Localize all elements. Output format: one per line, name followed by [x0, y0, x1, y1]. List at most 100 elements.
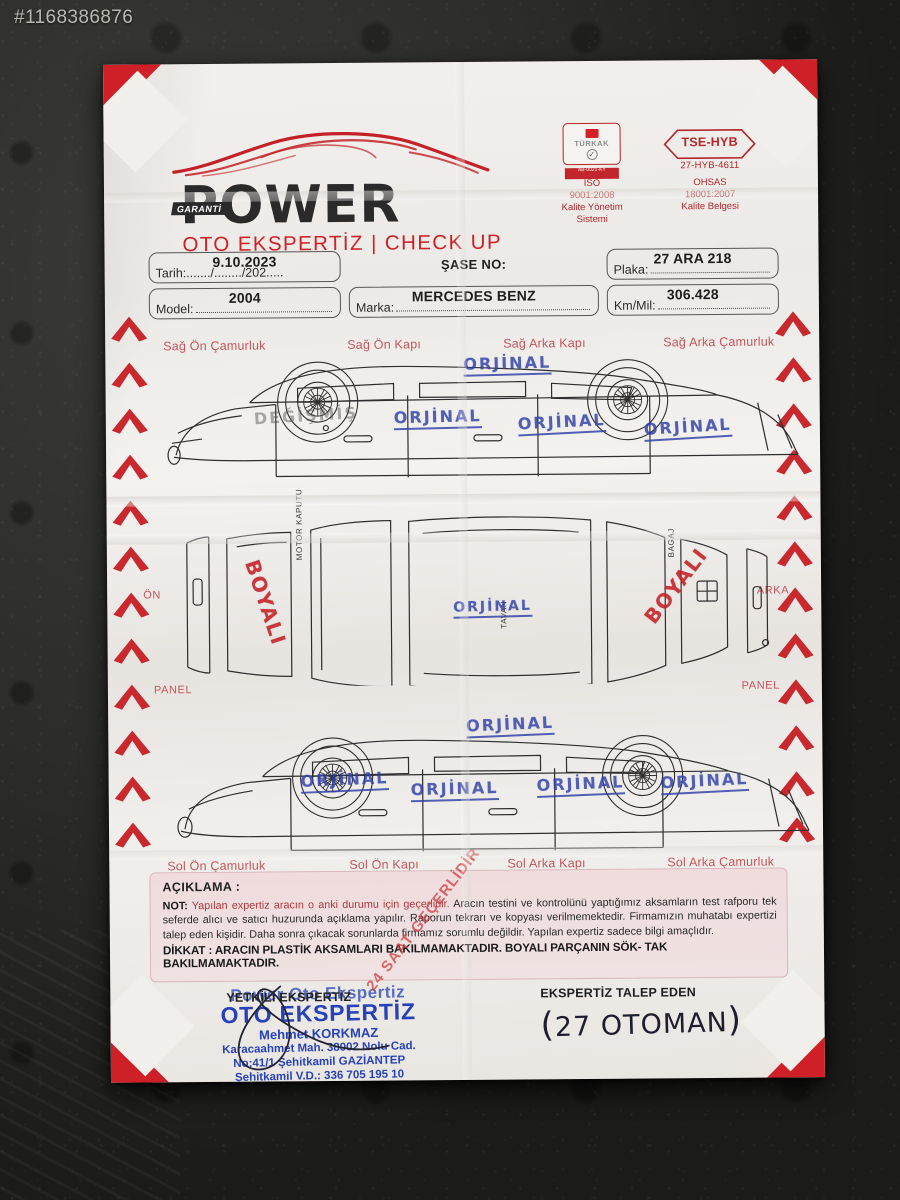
field-km[interactable]: 306.428 Km/Mil: [606, 283, 779, 316]
chevron-arrow-icon [111, 590, 151, 620]
field-plaka[interactable]: 27 ARA 218 Plaka: [606, 247, 779, 280]
field-km-dots [657, 307, 770, 310]
field-model[interactable]: 2004 Model: [148, 286, 342, 320]
caption-on: ÖN [143, 589, 161, 602]
chevron-arrow-icon [775, 585, 815, 615]
field-model-dots [195, 311, 332, 314]
garanti-badge: GARANTİ [171, 201, 228, 216]
chevron-arrow-icon [774, 493, 814, 523]
aciklama-not-text: Yapılan expertiz aracın o anki durumu iç… [191, 898, 450, 913]
certification-marks: TÜRKAK ✓ AB-0021-KY ISO 9001:2008 Kalite… [544, 122, 759, 226]
chevron-arrow-icon [774, 447, 814, 477]
stamp-orjinal-windshield: ORJİNAL [463, 352, 552, 377]
chevron-arrow-icon [110, 498, 150, 528]
footer-left: YETKİLİ EKSPERTİZ Power Oto Ekspertiz OT… [168, 845, 483, 1083]
check-icon: ✓ [586, 148, 598, 160]
field-model-value: 2004 [228, 289, 261, 306]
chevron-arrow-icon [112, 728, 152, 758]
cert-line-2: 9001:2008 [569, 189, 615, 202]
caption-sag-arka-kapi: Sağ Arka Kapı [503, 336, 586, 351]
car-swoosh-icon [172, 132, 490, 177]
stamp-orjinal-roof: ORJİNAL [453, 597, 533, 619]
tse-hyb-logo-icon: TSE-HYB 27-HYB-4611 [662, 126, 758, 175]
cert2-line-1: OHSAS [693, 176, 727, 189]
cert2-line-2: 18001:2007 [684, 188, 736, 201]
chevron-arrow-icon [777, 815, 817, 845]
stamp-orjinal-4: ORJİNAL [300, 768, 389, 794]
cert-line-1: ISO [583, 177, 601, 190]
certification-turkak: TÜRKAK ✓ AB-0021-KY ISO 9001:2008 Kalite… [544, 122, 641, 226]
aciklama-dikkat: DİKKAT : ARACIN PLASTİK AKSAMLARI BAKILM… [162, 940, 668, 971]
chevron-arrow-icon [774, 401, 814, 431]
chevron-arrow-icon [776, 723, 816, 753]
brand-name: POWER [179, 174, 401, 237]
chevron-arrow-icon [113, 820, 153, 850]
chevron-arrow-icon [110, 406, 150, 436]
chevron-arrow-icon [773, 355, 813, 385]
part-label-bagaj: BAGAJ [666, 528, 676, 558]
field-tarih-value: 9.10.2023 [212, 253, 277, 270]
chevron-arrow-icon [112, 636, 152, 666]
chevron-arrow-icon [112, 682, 152, 712]
stamp-orjinal-1: ORJİNAL [393, 406, 482, 431]
cert2-line-3: Kalite Belgesi [681, 200, 739, 213]
certification-tse: TSE-HYB 27-HYB-4611 OHSAS 18001:2007 Kal… [662, 126, 759, 225]
brand-logo: POWER GARANTİ OTO EKSPERTİZ | CHECK UP [166, 126, 507, 257]
turkak-label: TÜRKAK [574, 138, 610, 148]
requester-signature: (27 OTOMAN) [540, 999, 743, 1046]
car-left-side-drawing [177, 735, 810, 852]
caption-sag-arka-camurluk: Sağ Arka Çamurluk [663, 334, 775, 350]
field-plaka-dots [650, 271, 770, 274]
caption-sag-on-kapi: Sağ Ön Kapı [347, 337, 422, 352]
chevron-arrow-icon [111, 544, 151, 574]
chevron-arrow-icon [109, 314, 149, 344]
chevron-arrow-icon [110, 452, 150, 482]
aciklama-title: AÇIKLAMA : [162, 879, 241, 895]
chevron-arrow-icon [775, 631, 815, 661]
requester-signature-text: 27 OTOMAN [554, 1007, 729, 1044]
field-row-1: 9.10.2023 Tarih:......./......../202....… [148, 247, 779, 284]
report-header: POWER GARANTİ OTO EKSPERTİZ | CHECK UP T… [103, 111, 818, 257]
caption-sag-on-camurluk: Sağ Ön Çamurluk [163, 338, 266, 354]
stamp-orjinal-6: ORJİNAL [536, 772, 625, 798]
part-label-motor-kaputu: MOTOR KAPUTU [294, 488, 304, 561]
field-row-2: 2004 Model: MERCEDES BENZ Marka: 306.428… [148, 283, 779, 320]
field-km-value: 306.428 [666, 285, 719, 303]
report-footer: YETKİLİ EKSPERTİZ Power Oto Ekspertiz OT… [150, 845, 789, 1083]
field-sase-value [349, 281, 599, 283]
cert-line-4: Sistemi [576, 213, 608, 225]
stamp-orjinal-2: ORJİNAL [517, 409, 607, 437]
vehicle-fields: 9.10.2023 Tarih:......./......../202....… [148, 247, 779, 325]
chevron-arrow-icon [113, 774, 153, 804]
turkish-flag-icon [585, 128, 599, 138]
tse-hexagon: TSE-HYB [663, 129, 756, 160]
chevron-rail-left [107, 314, 157, 874]
aciklama-body: NOT: Yapılan expertiz aracın o anki duru… [163, 895, 777, 943]
certification-turkak-caption: ISO 9001:2008 Kalite Yönetim Sistemi [544, 178, 640, 226]
chevron-arrow-icon [777, 769, 817, 799]
chevron-arrow-icon [109, 360, 149, 390]
aciklama-panel: AÇIKLAMA : NOT: Yapılan expertiz aracın … [149, 867, 789, 983]
field-tarih[interactable]: 9.10.2023 Tarih:......./......../202....… [148, 250, 341, 284]
turkak-box: TÜRKAK ✓ [562, 122, 621, 166]
watermark-id: #1168386876 [14, 7, 134, 28]
field-marka-value: MERCEDES BENZ [411, 287, 536, 305]
cert-line-3: Kalite Yönetim [561, 201, 623, 213]
certification-tse-caption: OHSAS 18001:2007 Kalite Belgesi [662, 177, 758, 213]
chevron-arrow-icon [775, 539, 815, 569]
chevron-arrow-icon [776, 677, 816, 707]
tse-certificate-code: 27-HYB-4611 [680, 159, 740, 172]
expertise-report-paper: POWER GARANTİ OTO EKSPERTİZ | CHECK UP T… [103, 59, 825, 1083]
aciklama-not-label: NOT: [162, 900, 188, 913]
car-right-side-drawing [167, 359, 799, 478]
field-marka[interactable]: MERCEDES BENZ Marka: [348, 284, 600, 318]
field-sase[interactable]: ŞASE NO: [348, 249, 598, 282]
chevron-rail-right [771, 309, 821, 869]
tse-hyb-text: TSE-HYB [681, 134, 738, 150]
field-marka-dots [396, 309, 590, 312]
stamp-orjinal-7: ORJİNAL [660, 768, 749, 796]
yetkili-ekspertiz-label: YETKİLİ EKSPERTİZ [226, 989, 352, 1005]
field-plaka-value: 27 ARA 218 [653, 249, 732, 267]
chevron-arrow-icon [773, 309, 813, 339]
stamp-orjinal-5: ORJİNAL [410, 777, 499, 803]
